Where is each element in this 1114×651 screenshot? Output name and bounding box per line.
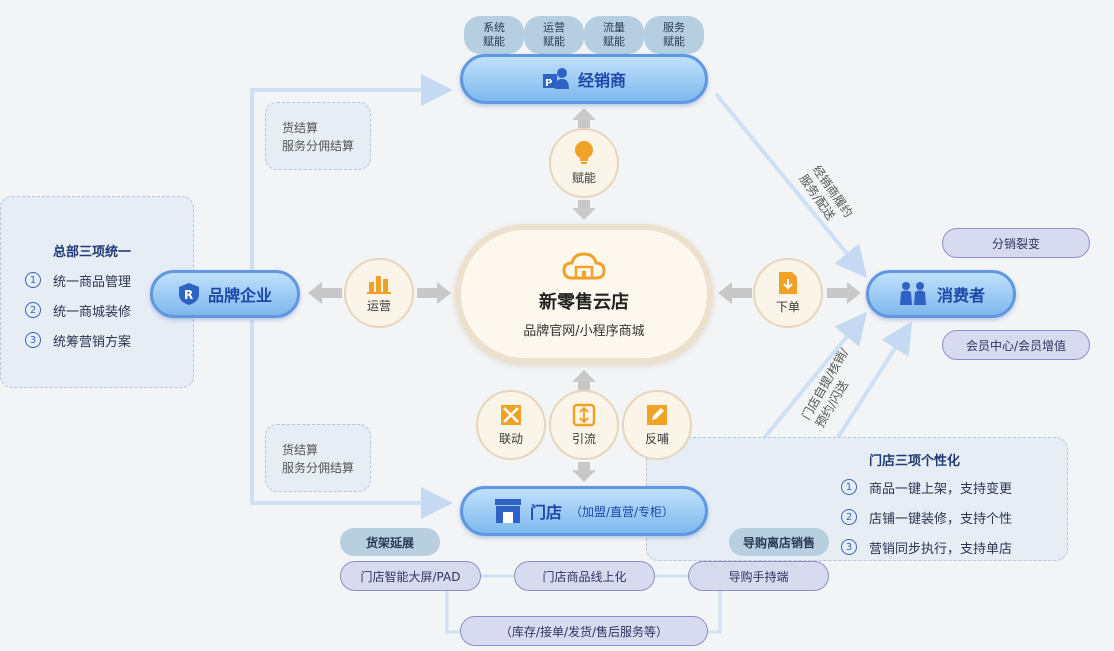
distributor-node: P 经销商	[460, 54, 708, 104]
distributor-icon: P	[542, 67, 570, 91]
lightbulb-icon	[575, 141, 593, 164]
traffic-inflow-icon	[572, 403, 596, 427]
tag-traffic-empower: 流量赋能	[584, 16, 644, 54]
brand-distributor-line	[250, 74, 453, 270]
arrow-top-up	[572, 108, 596, 128]
storefront-icon	[494, 498, 522, 524]
tag-guide-handheld: 导购手持端	[688, 561, 829, 591]
consumer-label: 消费者	[936, 286, 985, 305]
arrow-right-double-1	[718, 282, 752, 304]
consumer-node: 消费者	[866, 270, 1016, 318]
feedback-edit-icon	[647, 405, 667, 425]
arrow-right-double-2	[827, 282, 861, 304]
store-node: 门店 （加盟/直营/专柜）	[460, 486, 708, 536]
distributor-consumer-line	[714, 92, 868, 279]
arrow-bottom-down	[572, 462, 596, 482]
core-cloud-store: 新零售云店 品牌官网/小程序商城	[455, 224, 713, 364]
tag-shelf-extension: 货架延展	[340, 528, 440, 556]
arrow-top-down	[572, 200, 596, 220]
svg-text:R: R	[184, 288, 193, 302]
core-subtitle: 品牌官网/小程序商城	[523, 323, 645, 339]
brand-node: R 品牌企业	[150, 270, 300, 318]
store-label: 门店	[529, 503, 562, 522]
document-download-icon	[779, 272, 797, 294]
arrow-left-double-1	[308, 282, 342, 304]
tag-guide-offsite-sales: 导购离店销售	[729, 528, 829, 556]
circle-link: 联动	[476, 390, 546, 460]
cloud-store-icon	[562, 251, 606, 279]
bar-chart-icon	[367, 276, 391, 294]
store-personalize-title: 门店三项个性化	[869, 454, 961, 469]
tag-smart-screen-pad: 门店智能大屏/PAD	[340, 561, 481, 591]
tag-system-empower: 系统赋能	[464, 16, 524, 54]
settlement-note-bottom: 货结算 服务分佣结算	[265, 424, 371, 492]
distributor-label: 经销商	[577, 71, 626, 90]
svg-text:P: P	[545, 78, 552, 89]
circle-traffic: 引流	[549, 390, 619, 460]
circle-operate: 运营	[344, 258, 414, 328]
tag-products-online: 门店商品线上化	[514, 561, 655, 591]
circle-order: 下单	[753, 258, 823, 328]
tag-member-center: 会员中心/会员增值	[942, 330, 1090, 360]
tag-operation-empower: 运营赋能	[524, 16, 584, 54]
circle-empower: 赋能	[549, 128, 619, 198]
hq-title: 总部三项统一	[53, 245, 132, 260]
link-cross-icon	[501, 405, 521, 425]
brand-label: 品牌企业	[207, 286, 272, 305]
store-sublabel: （加盟/直营/专柜）	[569, 504, 675, 519]
brand-store-line	[250, 320, 453, 519]
brand-shield-icon: R	[178, 282, 200, 306]
arrow-left-double-2	[417, 282, 451, 304]
circle-feedback: 反哺	[622, 390, 692, 460]
tag-backend-services: （库存/接单/发货/售后服务等）	[460, 616, 708, 646]
tag-service-empower: 服务赋能	[644, 16, 704, 54]
arrow-bottom-up	[572, 370, 596, 390]
core-title: 新零售云店	[539, 291, 629, 313]
settlement-note-top: 货结算 服务分佣结算	[265, 102, 371, 170]
people-icon	[897, 281, 929, 307]
tag-distribution-fission: 分销裂变	[942, 228, 1090, 258]
